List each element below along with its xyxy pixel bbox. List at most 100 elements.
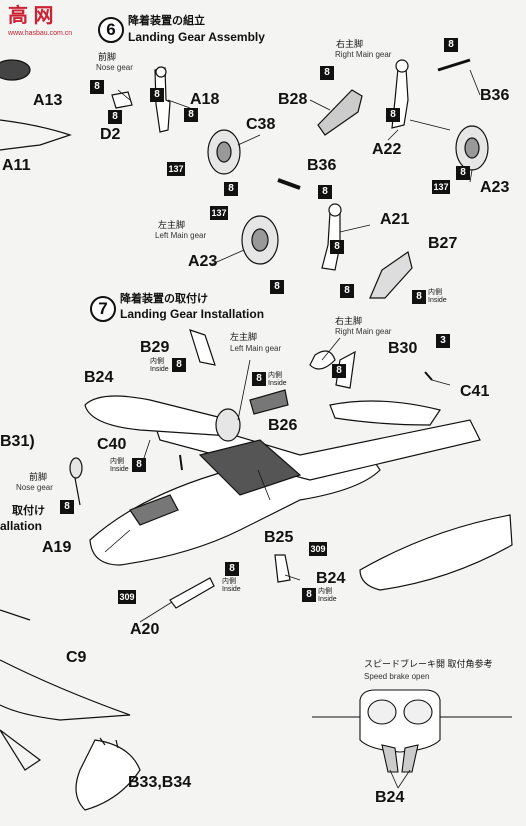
- part-b24-small: B24: [316, 570, 346, 587]
- code-badge: 8: [60, 500, 74, 514]
- part-b36-left: B36: [307, 157, 337, 174]
- code-badge: 8: [302, 588, 316, 602]
- part-d2: D2: [100, 126, 121, 143]
- step6-right-main-en: Right Main gear: [335, 50, 392, 59]
- part-b28: B28: [278, 91, 308, 108]
- left-main-wheel-art: [215, 408, 241, 442]
- code-badge: 8: [340, 284, 354, 298]
- code-badge: 8: [320, 66, 334, 80]
- part-a18: A18: [190, 91, 220, 108]
- watermark-url: www.hasbau.com.cn: [8, 30, 73, 37]
- left-edge-en: allation: [0, 519, 43, 533]
- part-b26: B26: [268, 417, 298, 434]
- b24-small-door-art: [274, 554, 291, 583]
- fuselage-fragment-art: [0, 609, 131, 721]
- part-a21: A21: [380, 211, 410, 228]
- part-b25: B25: [264, 529, 294, 546]
- part-a23-right: A23: [480, 179, 510, 196]
- right-tank-art: [359, 514, 513, 591]
- step6-nose-gear-en: Nose gear: [96, 63, 133, 72]
- part-c40: C40: [97, 436, 127, 453]
- part-b27: B27: [428, 235, 458, 252]
- step6-title-jp: 降着装置の組立: [128, 15, 205, 27]
- code-badge: 8: [456, 166, 470, 180]
- code-badge: 309: [118, 590, 136, 604]
- speed-brake-art: [312, 689, 512, 789]
- wing-art: [149, 409, 481, 481]
- step6-right-main-jp: 右主脚: [336, 39, 364, 49]
- part-b24-speed-brake: B24: [375, 789, 405, 806]
- code-badge: 8: [90, 80, 104, 94]
- speed-brake-en: Speed brake open: [364, 672, 430, 681]
- code-badge: 8: [132, 458, 146, 472]
- part-b36-right: B36: [480, 87, 510, 104]
- b29-door-art: [189, 329, 216, 366]
- left-tank-art: [84, 395, 239, 437]
- step6-left-main-en: Left Main gear: [155, 231, 207, 240]
- step7-left-main-jp: 左主脚: [230, 332, 258, 342]
- part-a19: A19: [42, 539, 72, 556]
- step6-title-en: Landing Gear Assembly: [128, 30, 265, 44]
- step7-left-main-en: Left Main gear: [230, 344, 282, 353]
- nose-bay-art: [129, 494, 179, 526]
- nose-gear-door-art: [111, 91, 133, 109]
- a20-door-art: [169, 577, 215, 609]
- left-edge-b31: B31): [0, 433, 35, 450]
- b36-rod-art: [437, 58, 471, 72]
- part-a13: A13: [33, 92, 63, 109]
- code-badge: 3: [436, 334, 450, 348]
- step6-number: 6: [98, 17, 124, 43]
- part-c41: C41: [460, 383, 490, 400]
- code-badge: 8: [225, 562, 239, 576]
- step7-nose-gear-en: Nose gear: [16, 483, 53, 492]
- code-badge: 309: [309, 542, 327, 556]
- part-a22: A22: [372, 141, 402, 158]
- nose-wheel-install-art: [69, 457, 83, 479]
- code-badge: 8: [108, 110, 122, 124]
- code-badge: 8: [172, 358, 186, 372]
- code-badge: 137: [167, 162, 185, 176]
- code-badge: 8: [444, 38, 458, 52]
- step6-nose-gear-jp: 前脚: [98, 52, 117, 62]
- step7-title-jp: 降着装置の取付け: [120, 293, 208, 305]
- part-c9: C9: [66, 649, 87, 666]
- part-a23-left: A23: [188, 253, 218, 270]
- part-a20: A20: [130, 621, 160, 638]
- step7-right-main-jp: 右主脚: [335, 316, 363, 326]
- watermark-logo: 高 网: [8, 5, 54, 27]
- step7-nose-gear-jp: 前脚: [29, 472, 48, 482]
- code-badge: 8: [252, 372, 266, 386]
- b27-door-art: [369, 251, 413, 299]
- code-badge: 137: [432, 180, 450, 194]
- part-c38: C38: [246, 116, 276, 133]
- right-nacelle-art: [329, 400, 441, 426]
- engine-nozzle-art: [0, 59, 31, 81]
- step7-right-main-en: Right Main gear: [335, 327, 392, 336]
- code-badge: 8: [184, 108, 198, 122]
- code-badge: 8: [318, 185, 332, 199]
- part-b24-left: B24: [84, 369, 114, 386]
- gear-bay-art: [198, 439, 302, 496]
- part-b33-b34: B33,B34: [128, 774, 192, 791]
- wing-fragment-art: [0, 119, 72, 151]
- speed-brake-jp: スピードブレーキ開 取付角参考: [364, 659, 493, 669]
- part-b30: B30: [388, 340, 418, 357]
- step7-title-en: Landing Gear Installation: [120, 307, 265, 321]
- left-edge-jp: 取付け: [12, 505, 45, 517]
- step6-left-main-jp: 左主脚: [158, 220, 186, 230]
- code-badge: 8: [224, 182, 238, 196]
- code-badge: 8: [330, 240, 344, 254]
- code-badge: 137: [210, 206, 228, 220]
- code-badge: 8: [412, 290, 426, 304]
- code-badge: 8: [150, 88, 164, 102]
- code-badge: 8: [386, 108, 400, 122]
- tail-fragment-art: [0, 729, 42, 771]
- right-gear-door-art: [317, 89, 363, 136]
